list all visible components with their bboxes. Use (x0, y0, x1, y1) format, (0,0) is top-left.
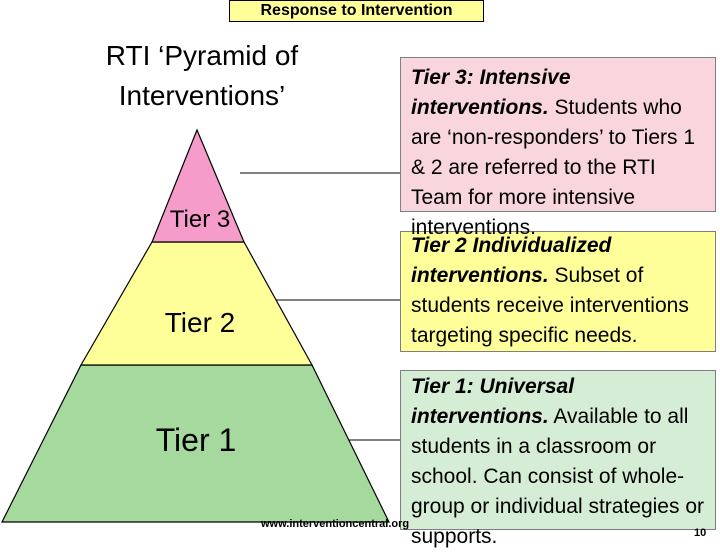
tier2-description: Tier 2 Individualized interventions. Sub… (411, 231, 711, 351)
header-title: Response to Intervention (260, 2, 453, 19)
tier3-description-box (400, 57, 716, 212)
pyramid-tier2-shape (79, 241, 314, 366)
tier3-description: Tier 3: Intensive interventions. Student… (411, 63, 711, 243)
tier1-description-box (400, 370, 716, 530)
pyramid-title-line2: Interventions’ (118, 80, 286, 111)
tier3-description-heading: Tier 3: Intensive interventions. (411, 66, 571, 119)
tier1-description: Tier 1: Universal interventions. Availab… (411, 372, 711, 552)
pyramid-tier3-shape (151, 128, 245, 243)
pyramid-title: RTI ‘Pyramid of Interventions’ (62, 36, 342, 116)
tier1-description-body: Available to all students in a classroom… (411, 405, 704, 548)
slide-header: Response to Intervention (229, 0, 484, 22)
tier3-description-body: Students who are ‘non-responders’ to Tie… (411, 96, 696, 239)
tier2-label: Tier 2 (164, 307, 236, 338)
tier2-description-heading: Tier 2 Individualized interventions. (411, 234, 612, 287)
pyramid-diagram (1, 128, 400, 523)
tier2-description-body: Subset of students receive interventions… (411, 264, 689, 347)
tier1-label: Tier 1 (155, 422, 237, 458)
tier3-label: Tier 3 (169, 206, 231, 233)
pyramid-title-line1: RTI ‘Pyramid of (105, 40, 299, 71)
tier1-description-heading: Tier 1: Universal interventions. (411, 375, 575, 428)
footer-url: www.interventioncentral.org (261, 518, 410, 530)
tier2-description-box (400, 231, 716, 352)
page-number: 10 (694, 527, 707, 539)
